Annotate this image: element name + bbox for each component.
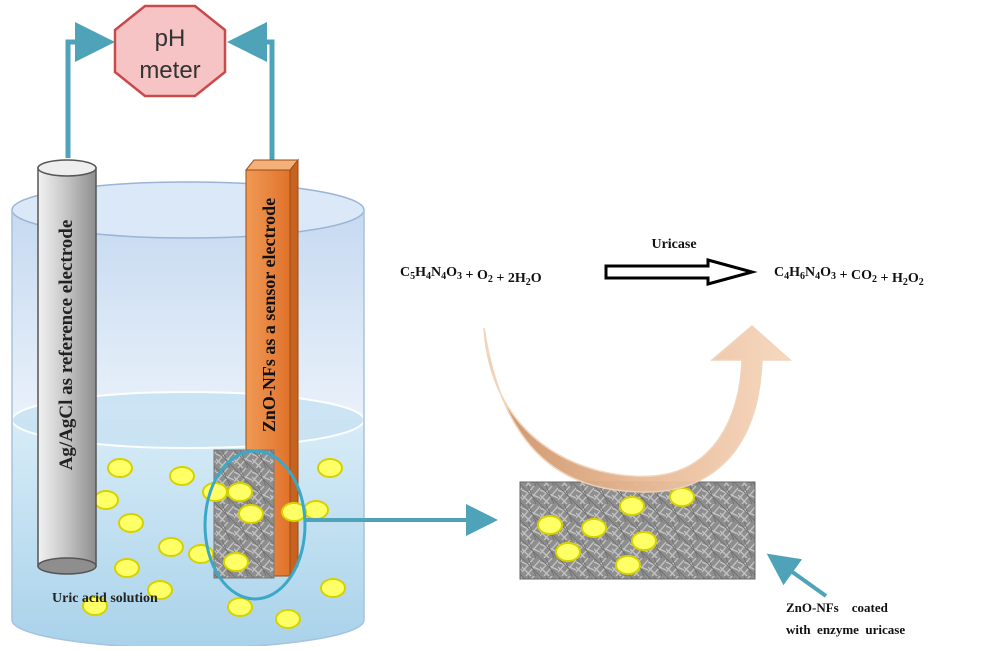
product-subscript: 2 (903, 277, 908, 288)
uricase-particle (631, 531, 657, 551)
reference-electrode-label: Ag/AgCl as reference electrode (56, 220, 77, 471)
reaction-arrow (604, 258, 758, 286)
uricase-particle (555, 542, 581, 562)
product-element: C (774, 265, 784, 280)
product-element: O (908, 271, 919, 286)
reactant-operator: + 2 (493, 271, 515, 286)
reaction-products: C4H6N4O3 + CO2 + H2O2 (774, 265, 924, 288)
uricase-particle (82, 596, 108, 616)
uricase-particle (615, 555, 641, 575)
reactant-subscript: 2 (526, 277, 531, 288)
uricase-particle (227, 597, 253, 617)
uricase-particle (303, 500, 329, 520)
catalytic-cycle-arrow (483, 325, 792, 493)
solution-label: Uric acid solution (52, 591, 158, 606)
uricase-particle (202, 482, 228, 502)
reactant-element: O (446, 265, 457, 280)
uricase-particle (619, 496, 645, 516)
reactant-operator: + (462, 268, 477, 283)
product-element: H (789, 265, 800, 280)
uricase-particles-solution (82, 458, 346, 629)
uricase-particle (238, 504, 264, 524)
reactant-element: N (431, 265, 441, 280)
ph-meter: pH meter (113, 4, 227, 98)
sensor-electrode-label: ZnO-NFs as a sensor electrode (259, 198, 279, 432)
reactant-element: O (531, 271, 542, 286)
product-element: O (820, 265, 831, 280)
product-subscript: 3 (831, 271, 836, 282)
uricase-particle (147, 580, 173, 600)
reactant-element: H (515, 271, 526, 286)
product-subscript: 6 (800, 271, 805, 282)
reactant-element: H (415, 265, 426, 280)
reactant-subscript: 5 (410, 271, 415, 282)
product-operator: + (877, 271, 892, 286)
uricase-particle (169, 466, 195, 486)
product-element: N (805, 265, 815, 280)
uricase-particle (118, 513, 144, 533)
reactant-subscript: 4 (426, 271, 431, 282)
reactant-subscript: 2 (488, 274, 493, 285)
product-subscript: 4 (784, 271, 789, 282)
uricase-particles-zoom (537, 487, 695, 575)
uricase-particle (114, 558, 140, 578)
zoom-caption-line1: ZnO-NFs coated (786, 600, 889, 615)
reaction-reactants: C5H4N4O3 + O2 + 2H2O (400, 265, 542, 288)
uricase-particle (227, 482, 253, 502)
product-element: H (892, 271, 903, 286)
uricase-particle (320, 578, 346, 598)
uricase-particle (158, 537, 184, 557)
ph-meter-label-line2: meter (139, 57, 200, 84)
product-element: CO (851, 268, 872, 283)
uricase-particle (581, 518, 607, 538)
reference-electrode: Ag/AgCl as reference electrode (37, 159, 97, 575)
uricase-particle (281, 502, 307, 522)
ph-meter-label-line1: pH (155, 25, 186, 52)
reactant-element: O (477, 268, 488, 283)
reactant-element: C (400, 265, 410, 280)
reaction-enzyme-label: Uricase (651, 237, 696, 252)
caption-arrow (766, 553, 828, 598)
uricase-particle (317, 458, 343, 478)
reactant-subscript: 3 (457, 271, 462, 282)
product-subscript: 2 (919, 277, 924, 288)
wire-reference-to-meter (65, 22, 115, 158)
reaction-equation: C5H4N4O3 + O2 + 2H2O Uricase C4H6N4O3 + … (400, 237, 924, 288)
uricase-particle (275, 609, 301, 629)
uricase-particle (669, 487, 695, 507)
uricase-particle (93, 490, 119, 510)
zoom-highlight-ellipse (203, 449, 307, 601)
uricase-particle (537, 515, 563, 535)
product-subscript: 2 (872, 274, 877, 285)
uricase-particle (107, 458, 133, 478)
product-subscript: 4 (815, 271, 820, 282)
wire-sensor-to-meter (227, 22, 275, 162)
ph-meter-octagon (113, 4, 227, 98)
product-operator: + (836, 268, 851, 283)
reactant-subscript: 4 (441, 271, 446, 282)
zoom-caption-line2: with enzyme uricase (786, 622, 905, 637)
uricase-particle (223, 552, 249, 572)
